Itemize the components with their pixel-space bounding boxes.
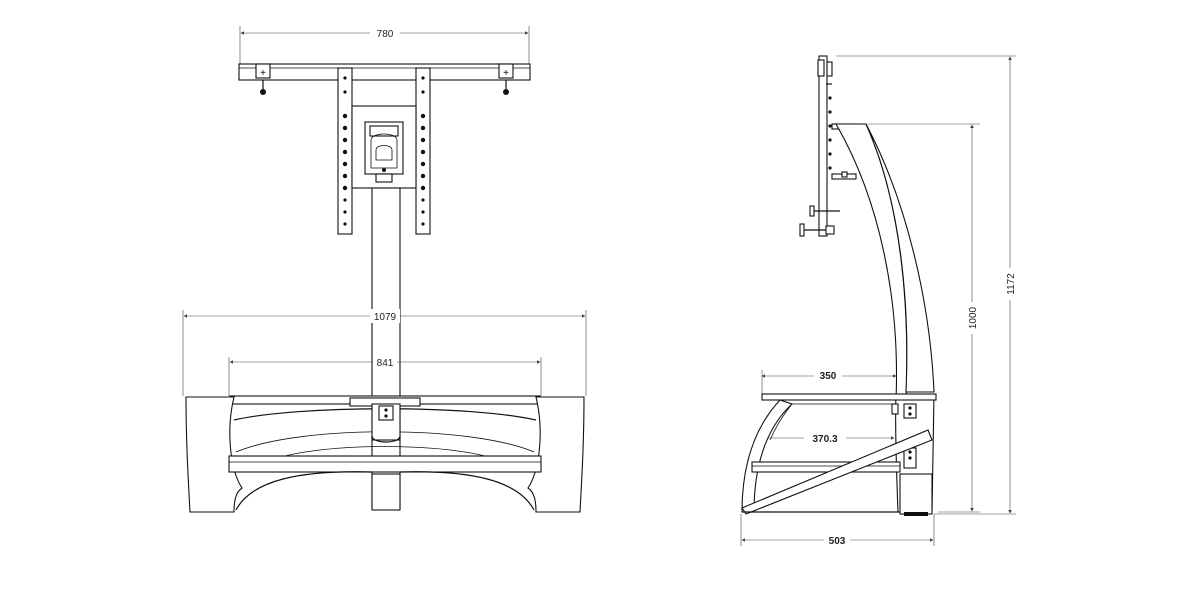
mounting-rail: + + bbox=[238, 63, 531, 95]
dim-503: 503 bbox=[740, 514, 935, 547]
dim-1000: 1000 bbox=[868, 123, 980, 513]
svg-text:+: + bbox=[503, 68, 509, 79]
side-top-shelf bbox=[761, 393, 937, 419]
side-base bbox=[741, 399, 933, 516]
dim-350: 350 bbox=[761, 368, 897, 394]
front-view: 780 + + bbox=[182, 26, 587, 513]
dim-841: 841 bbox=[228, 355, 542, 396]
dim-350-label: 350 bbox=[820, 371, 837, 382]
dim-1079-label: 1079 bbox=[374, 312, 397, 323]
dim-370-3-label: 370.3 bbox=[812, 434, 837, 445]
dim-1000-label: 1000 bbox=[968, 306, 979, 329]
side-view: 1172 1000 350 bbox=[740, 55, 1017, 547]
dim-370-3: 370.3 bbox=[761, 431, 895, 445]
svg-text:+: + bbox=[260, 68, 266, 79]
dim-780: 780 bbox=[239, 26, 530, 64]
dim-503-label: 503 bbox=[829, 536, 846, 547]
dim-1079: 1079 bbox=[182, 309, 587, 396]
dim-1172-label: 1172 bbox=[1006, 273, 1017, 295]
dim-841-label: 841 bbox=[377, 358, 394, 369]
dim-1172: 1172 bbox=[836, 55, 1017, 515]
mounting-plate bbox=[351, 105, 417, 189]
vertical-brackets bbox=[337, 67, 431, 235]
stand-base bbox=[185, 395, 585, 513]
dim-780-label: 780 bbox=[377, 29, 394, 40]
